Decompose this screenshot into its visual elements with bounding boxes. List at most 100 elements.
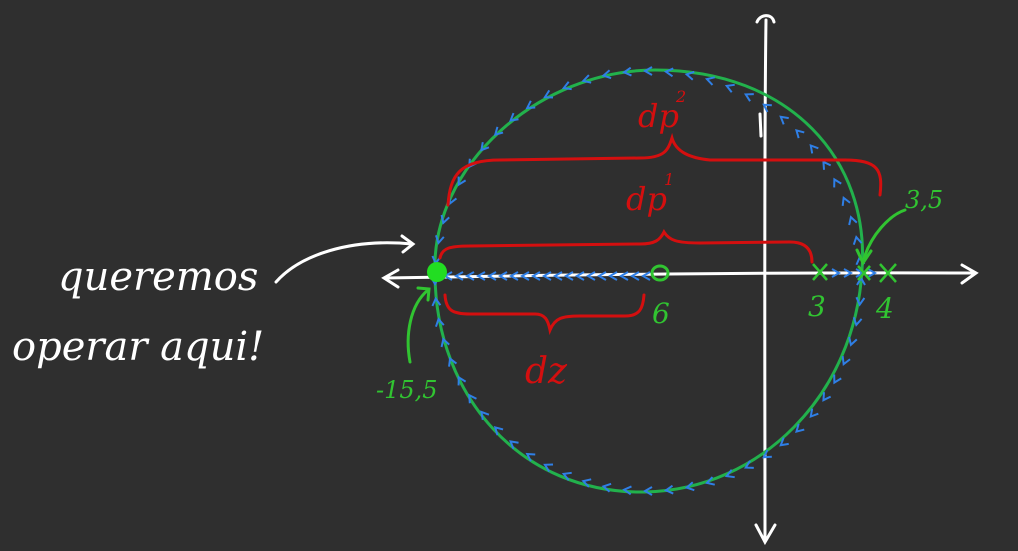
locus-arrow: [724, 469, 735, 479]
annotation: queremos operar aqui!: [12, 234, 416, 370]
locus-arrow: [743, 460, 754, 469]
locus-arrow: [622, 66, 632, 77]
locus-arrow: [601, 69, 612, 80]
locus-arrow: [561, 81, 572, 91]
locus-arrow: [684, 70, 695, 81]
locus-arrow: [795, 423, 805, 434]
dp1-label: dp: [626, 180, 667, 218]
locus-arrow: [822, 160, 832, 170]
locus-arrow: [848, 215, 858, 226]
locus-arrow: [724, 83, 735, 93]
crossing-pointer-head: [855, 248, 873, 267]
locus-arrow: [457, 176, 467, 187]
left-point-pointer: [406, 288, 430, 364]
locus-arrow: [480, 410, 490, 421]
pole-4-marker: [879, 263, 897, 283]
locus-arrow: [509, 440, 519, 450]
locus-arrow: [795, 128, 805, 139]
axis-arrow: [541, 271, 552, 281]
real-axis-right-arrow: [960, 263, 979, 285]
markers: [427, 262, 897, 283]
locus-arrow: [704, 76, 716, 86]
locus-arrow: [743, 93, 754, 102]
left-point-label: -15,5: [376, 376, 438, 404]
imaginary-axis: [763, 18, 768, 542]
locus-arrow: [448, 356, 458, 367]
pole-4-label: 4: [875, 292, 894, 325]
locus-arrow: [704, 476, 716, 486]
axis-arrow: [530, 271, 541, 281]
locus-arrow: [848, 336, 858, 347]
locus-arrow: [581, 478, 592, 488]
axis-arrow: [574, 271, 585, 281]
pole-3-marker: [812, 263, 828, 281]
axis-arrow: [552, 271, 563, 281]
locus-arrow: [581, 74, 592, 84]
locus-arrow: [480, 141, 490, 152]
annotation-line-2: operar aqui!: [12, 324, 264, 370]
dp2-brace: [446, 132, 883, 207]
dz-brace: [443, 293, 646, 336]
locus-arrow: [762, 449, 772, 459]
locus-arrow: [493, 126, 504, 137]
axis-arrow: [607, 271, 618, 281]
axis-arrow: [629, 271, 640, 281]
axis-arrow: [508, 271, 519, 281]
left-point-pointer-head: [416, 286, 431, 302]
locus-direction-arrows: [430, 66, 878, 496]
annotation-line-1: queremos: [58, 254, 258, 300]
axis-arrow: [497, 271, 508, 281]
locus-arrow: [779, 115, 789, 125]
operating-point-marker: [427, 262, 447, 282]
locus-arrow: [543, 89, 554, 99]
dp1-superscript: 1: [664, 170, 674, 189]
crossing-marker: [857, 265, 871, 281]
pole-3-label: 3: [808, 290, 826, 323]
locus-arrow: [833, 177, 842, 188]
axis-arrow: [464, 271, 475, 281]
distance-braces: [438, 132, 883, 336]
locus-arrow: [440, 214, 450, 225]
zero-label: 6: [652, 297, 670, 330]
locus-arrow: [435, 317, 445, 328]
locus-arrow: [809, 143, 819, 154]
green-pointers: [406, 208, 907, 364]
dp1-brace: [438, 228, 814, 264]
axis-arrow: [867, 268, 878, 278]
axis-arrow: [640, 271, 651, 281]
axis-arrow: [596, 271, 607, 281]
dz-label: dz: [525, 351, 568, 392]
crossing-label: 3,5: [905, 186, 943, 214]
locus-arrow: [663, 484, 674, 495]
locus-arrow: [601, 482, 612, 493]
locus-arrow: [779, 437, 789, 447]
annotation-arrow: [274, 241, 414, 284]
dp2-superscript: 2: [675, 87, 686, 106]
imaginary-axis-bottom-arrow: [754, 523, 777, 546]
real-axis-left-arrow: [381, 268, 400, 289]
locus-arrow: [852, 316, 863, 327]
axis-arrow: [563, 271, 574, 281]
locus-arrow: [493, 425, 504, 436]
locus-arrow: [762, 103, 772, 113]
imaginary-axis-tick: [758, 112, 763, 138]
locus-arrow: [684, 481, 695, 492]
locus-arrow: [435, 234, 445, 245]
axis-arrow: [453, 271, 464, 281]
axis-arrow: [843, 268, 854, 278]
locus-arrow: [833, 374, 842, 385]
locus-arrow: [525, 452, 536, 462]
locus-arrow: [543, 463, 554, 473]
axis-arrow: [486, 271, 497, 281]
annotation-arrow-head: [400, 234, 416, 254]
axis-arrow: [585, 271, 596, 281]
axis-arrow: [519, 271, 530, 281]
locus-arrow: [809, 408, 819, 419]
axis-arrow: [618, 271, 629, 281]
locus-arrow: [852, 235, 863, 246]
point-labels: -15,5 6 3 4 3,5: [376, 186, 943, 404]
locus-arrow: [431, 296, 442, 307]
locus-arrow: [561, 471, 572, 481]
